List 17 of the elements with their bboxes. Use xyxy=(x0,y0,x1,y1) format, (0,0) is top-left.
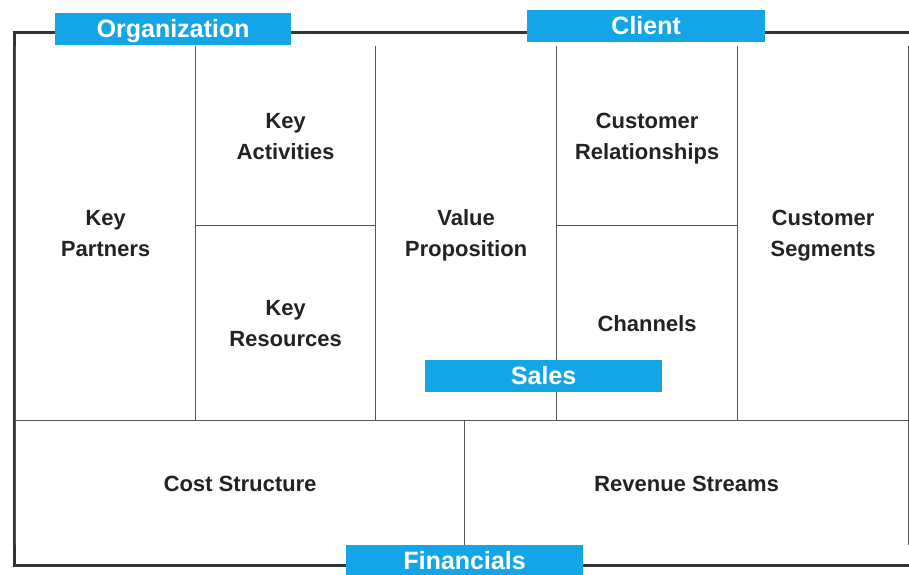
tab-label: Sales xyxy=(510,362,576,390)
cell-label: Cost Structure xyxy=(164,470,316,498)
cell-label: Key Activities xyxy=(236,106,336,166)
section-tab xyxy=(425,360,662,392)
cell-label: Channels xyxy=(597,310,697,338)
cell-label: Key Partners xyxy=(60,204,152,263)
cell-label: Revenue Streams xyxy=(594,470,779,498)
cell-label: Key Resources xyxy=(228,294,343,353)
tab-label: Organization xyxy=(96,14,250,44)
section-tab xyxy=(346,545,583,575)
section-tab xyxy=(55,13,291,45)
tab-label: Client xyxy=(611,12,681,40)
tab-label: Financials xyxy=(403,546,526,575)
cell-label: Value Proposition xyxy=(404,204,528,263)
section-tab xyxy=(527,10,765,42)
cell-label: Customer Relationships xyxy=(574,106,720,166)
cell-label: Customer Segments xyxy=(769,204,877,263)
